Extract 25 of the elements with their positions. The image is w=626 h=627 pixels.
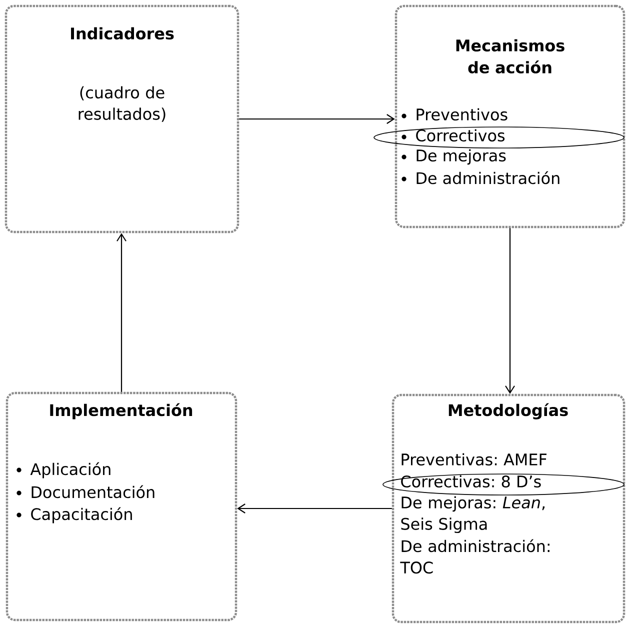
box-heading: Implementación: [50, 403, 192, 420]
process-box: [4, 4, 240, 234]
arrow: [116, 233, 126, 392]
list-item: De mejoras: Lean, Seis Sigma: [401, 496, 544, 534]
list-item: De administración: TOC: [400, 539, 550, 574]
arrow: [505, 228, 515, 394]
list-item: Correctivas: 8 D’s: [401, 475, 541, 488]
list-item: Preventivos: [402, 108, 508, 121]
process-box: [6, 392, 238, 622]
process-box: [394, 4, 626, 228]
box-heading: Metodologías: [448, 403, 568, 420]
list-item: Preventivas: AMEF: [402, 453, 546, 466]
list-item: Capacitación: [16, 507, 132, 524]
box-heading: Indicadores: [71, 27, 174, 40]
list-item: Correctivos: [402, 129, 505, 142]
process-box: [392, 394, 626, 624]
list-item: De administración: [402, 171, 560, 184]
list-item: De mejoras: [402, 149, 506, 165]
list-item: Documentación: [16, 485, 154, 498]
list-item: Aplicación: [16, 462, 110, 478]
arrow: [237, 504, 392, 514]
highlight-ellipse: [374, 126, 624, 148]
arrow: [239, 114, 395, 124]
box-heading: Mecanismos de acción: [456, 39, 564, 74]
box-text: (cuadro de resultados): [78, 86, 166, 122]
